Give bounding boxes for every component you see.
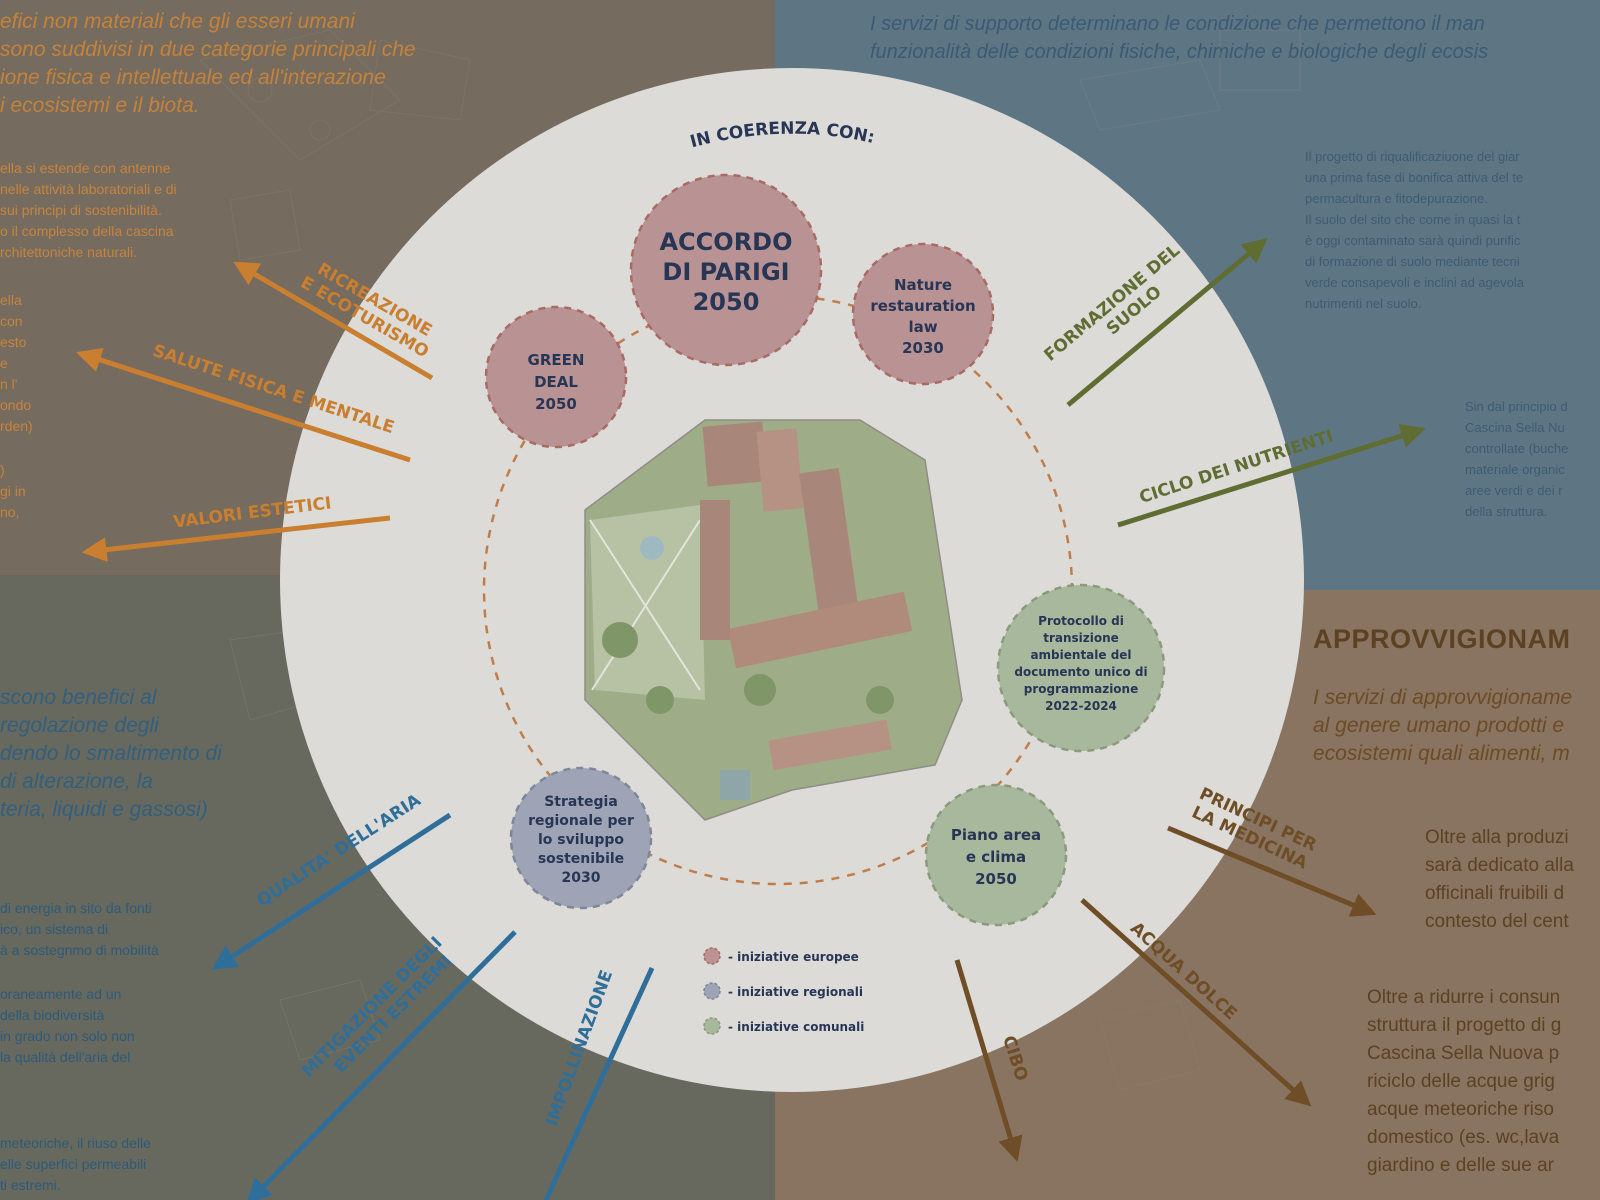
svg-text:MITIGAZIONE DEGLI: MITIGAZIONE DEGLI [298,933,446,1081]
regional-strategy-node: Strategia regionale per lo sviluppo sost… [509,766,653,910]
svg-text:2050: 2050 [693,288,760,316]
svg-text:documento unico di: documento unico di [1014,665,1147,679]
soil-formation-text: Il progetto di riqualificaziuone del gia… [1305,149,1524,311]
svg-text:2030: 2030 [562,870,601,886]
svg-text:ACCORDO: ACCORDO [659,228,792,256]
legend-european: - iniziative europee [728,950,859,964]
svg-text:ACQUA DOLCE: ACQUA DOLCE [1126,918,1240,1024]
svg-text:Strategia: Strategia [544,794,618,810]
svg-text:sostenibile: sostenibile [538,851,624,867]
svg-text:DEAL: DEAL [534,373,578,391]
svg-text:2022-2024: 2022-2024 [1045,699,1117,713]
svg-text:GREEN: GREEN [528,351,585,369]
green-deal-node: GREEN DEAL 2050 [484,305,628,449]
provisioning-heading: APPROVVIGIONAM [1313,624,1571,654]
svg-text:2050: 2050 [535,395,577,413]
svg-text:2030: 2030 [902,339,944,357]
legend-regional: - iniziative regionali [728,985,863,999]
svg-text:law: law [908,318,937,336]
svg-text:Nature: Nature [894,276,952,294]
arrow-extreme-events: MITIGAZIONE DEGLI EVENTI ESTREMI [246,930,517,1200]
svg-text:e clima: e clima [966,848,1026,866]
svg-text:Piano area: Piano area [951,826,1041,844]
svg-text:programmazione: programmazione [1024,682,1139,696]
svg-text:lo sviluppo: lo sviluppo [538,832,624,848]
svg-text:transizione: transizione [1043,631,1119,645]
svg-text:Protocollo di: Protocollo di [1038,614,1124,628]
legend-municipal: - iniziative comunali [728,1020,864,1034]
arrow-fresh-water: ACQUA DOLCE [1080,898,1312,1107]
svg-text:CIBO: CIBO [998,1033,1031,1083]
climate-plan-node: Piano area e clima 2050 [924,783,1068,927]
support-services-lead: I servizi di supporto determinano le con… [870,13,1489,63]
cultural-services-lead: efici non materiali che gli esseri umani… [0,10,416,117]
svg-text:restauration: restauration [870,297,975,315]
legend-european-swatch [703,947,721,965]
legend: - iniziative europee - iniziative region… [703,947,864,1035]
svg-text:DI PARIGI: DI PARIGI [662,258,789,286]
svg-text:regionale per: regionale per [528,813,634,829]
environmental-protocol-node: Protocollo di transizione ambientale del… [996,583,1166,753]
nature-restoration-law-node: Nature restauration law 2030 [851,242,995,386]
site-plan-illustration [584,419,963,821]
svg-text:ambientale del: ambientale del [1030,648,1131,662]
legend-municipal-swatch [703,1017,721,1035]
legend-regional-swatch [703,982,721,1000]
svg-text:2050: 2050 [975,870,1017,888]
paris-agreement-node: ACCORDO DI PARIGI 2050 [629,173,823,367]
